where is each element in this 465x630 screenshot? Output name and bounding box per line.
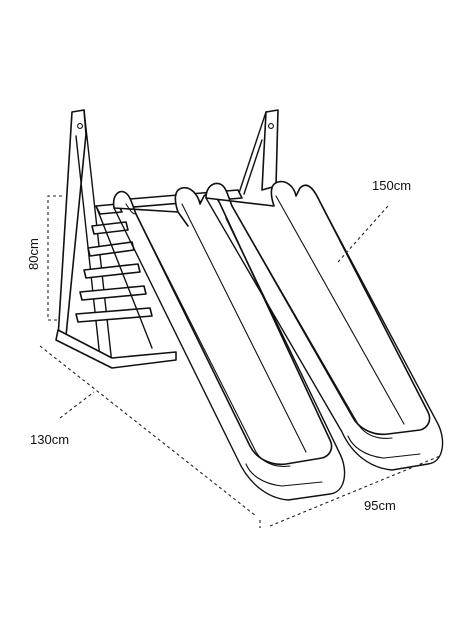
right-slide: [205, 180, 444, 471]
rung-6: [75, 307, 153, 323]
height-label: 80cm: [26, 238, 41, 270]
bottom-width-label: 95cm: [364, 498, 396, 513]
rung-2: [91, 221, 129, 235]
length-label: 150cm: [372, 178, 411, 193]
left-width-label: 130cm: [30, 432, 69, 447]
dimension-bottom-width: [259, 455, 441, 528]
dimension-height: [47, 195, 62, 321]
back-a-frame: [237, 109, 279, 197]
dimension-left-width: [39, 345, 257, 517]
left-slide: [112, 186, 346, 501]
rung-5: [79, 285, 147, 301]
dimension-length: [337, 205, 389, 263]
rung-4: [83, 263, 141, 279]
